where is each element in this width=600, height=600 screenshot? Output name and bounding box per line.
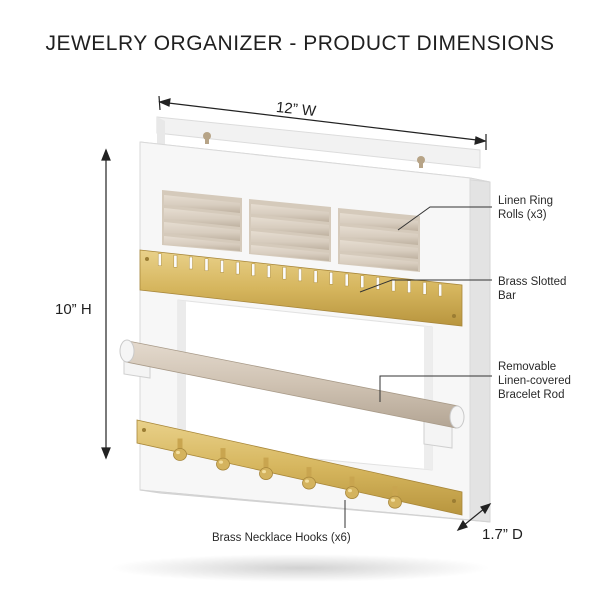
necklace-hook-icon <box>173 438 187 461</box>
bar-slot <box>391 278 396 292</box>
necklace-hook-icon <box>388 486 402 509</box>
callout-ring-rolls-line-1: Linen Ring <box>498 195 553 207</box>
bar-slot <box>329 272 334 285</box>
callout-slotted-bar-line-1: Brass Slotted <box>498 276 567 288</box>
floor-shadow <box>110 554 490 582</box>
callout-bracelet-rod-line-2: Linen-covered <box>498 375 571 387</box>
leader-slotted-bar <box>359 279 492 293</box>
keyhole-right-icon <box>417 156 425 168</box>
height-label: 10” H <box>55 301 92 318</box>
brass-hook-plate <box>136 419 463 516</box>
bar-slot <box>235 261 240 275</box>
necklace-hook-icon <box>302 467 316 490</box>
bar-slot <box>173 255 178 268</box>
leader-bracelet-rod <box>379 375 492 402</box>
bar-slot <box>344 273 349 287</box>
bar-slot <box>189 256 193 270</box>
bar-slot <box>422 282 427 295</box>
bar-slot <box>282 266 287 280</box>
ring-roll-box-3 <box>338 208 420 272</box>
callout-slotted-bar-line-2: Bar <box>498 290 516 302</box>
callout-necklace-hooks: Brass Necklace Hooks (x6) <box>212 532 351 544</box>
necklace-hooks <box>173 438 402 509</box>
ring-roll-box-2 <box>249 199 331 262</box>
depth-dimension-line <box>456 502 492 532</box>
callout-bracelet-rod-line-1: Removable <box>498 361 557 373</box>
necklace-hook-icon <box>216 448 230 471</box>
bar-slot <box>376 277 380 290</box>
callout-ring-rolls-line-2: Rolls (x3) <box>498 209 547 221</box>
bar-slot <box>313 270 318 283</box>
callout-bracelet-rod-line-3: Bracelet Rod <box>498 389 565 401</box>
leader-ring-rolls <box>397 206 492 231</box>
necklace-hook-icon <box>345 476 359 500</box>
keyhole-left-icon <box>203 132 211 144</box>
bar-slot <box>360 275 365 288</box>
bracelet-rod <box>119 339 465 429</box>
bar-slot <box>251 263 256 277</box>
bar-slot <box>438 283 443 297</box>
callout-slotted-bar: Brass Slotted Bar <box>498 275 566 303</box>
frame-side <box>469 177 491 523</box>
bar-slot <box>298 268 302 282</box>
bar-slot <box>407 280 411 293</box>
bar-slot <box>204 258 209 271</box>
callout-leaders <box>344 206 492 528</box>
page-title: JEWELRY ORGANIZER - PRODUCT DIMENSIONS <box>45 32 555 55</box>
frame-bottom <box>139 489 491 523</box>
bar-slots <box>157 253 443 297</box>
callout-ring-rolls: Linen Ring Rolls (x3) <box>498 194 553 222</box>
ring-roll-box-1 <box>162 190 242 252</box>
depth-label: 1.7” D <box>482 526 523 543</box>
bar-slot <box>157 253 162 266</box>
height-dimension-line <box>101 148 111 460</box>
width-dimension-line <box>158 95 487 150</box>
bar-slot <box>220 260 224 273</box>
necklace-hook-icon <box>259 457 273 481</box>
bar-slot <box>266 265 271 278</box>
callout-bracelet-rod: Removable Linen-covered Bracelet Rod <box>498 360 571 402</box>
